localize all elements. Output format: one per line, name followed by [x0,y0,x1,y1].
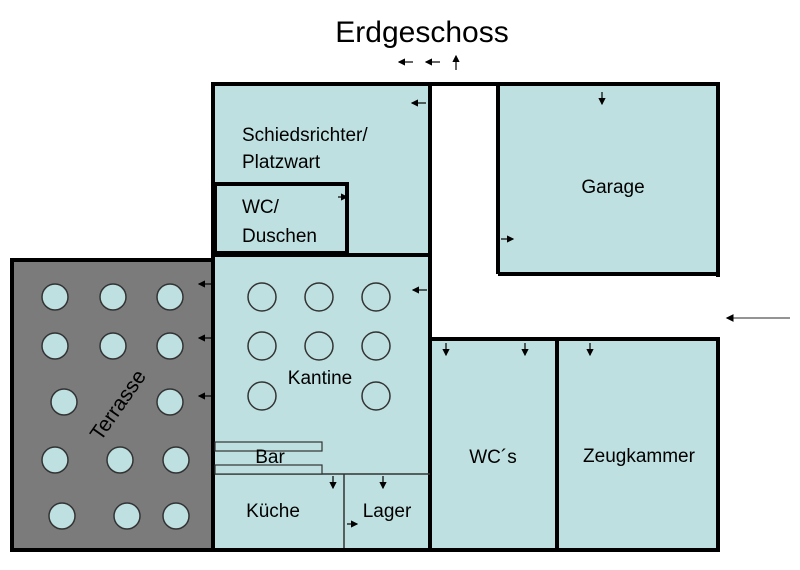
room-wcs [432,340,557,548]
terrace-table [99,332,127,360]
label-lager: Lager [363,501,412,522]
label-schiedsrichter-1: Schiedsrichter/ [242,125,368,146]
terrace-table [48,502,76,530]
kantine-tables [247,282,391,411]
kantine-table [361,381,391,411]
label-zeugkammer: Zeugkammer [583,446,696,467]
room-lager [344,474,430,548]
room-wc-duschen [213,182,349,255]
terrace-table [156,283,184,311]
room-kueche [215,474,344,548]
label-wc-duschen-1: WC/ [242,197,280,218]
terrace-table [162,502,190,530]
kantine-table [361,331,391,361]
terrace-table [41,332,69,360]
entrance-opening [714,277,722,337]
terrace-tables [41,283,190,530]
bar-counter [214,441,323,475]
kantine-table [247,282,277,312]
label-kantine: Kantine [288,368,352,389]
label-schiedsrichter-2: Platzwart [242,152,321,173]
interior-walls [215,86,716,548]
terrace-table [99,283,127,311]
plan-title: Erdgeschoss [335,16,508,49]
label-wcs: WC´s [469,447,516,468]
terrace-table [41,283,69,311]
room-garage [498,86,716,274]
terrace-table [162,446,190,474]
kantine-table [247,381,277,411]
door-arrows [197,54,606,528]
terrace-table [156,332,184,360]
kantine-table [247,331,277,361]
kantine-table [304,331,334,361]
terrace-table [106,446,134,474]
terrace-table [113,502,141,530]
terrace-table [156,388,184,416]
room-zeugkammer [559,340,716,548]
label-bar: Bar [255,447,285,468]
label-garage: Garage [581,177,644,198]
label-kueche: Küche [246,501,300,522]
terrace-table [50,388,78,416]
terrace-table [41,446,69,474]
label-wc-duschen-2: Duschen [242,226,317,247]
kantine-table [361,282,391,312]
kantine-table [304,282,334,312]
